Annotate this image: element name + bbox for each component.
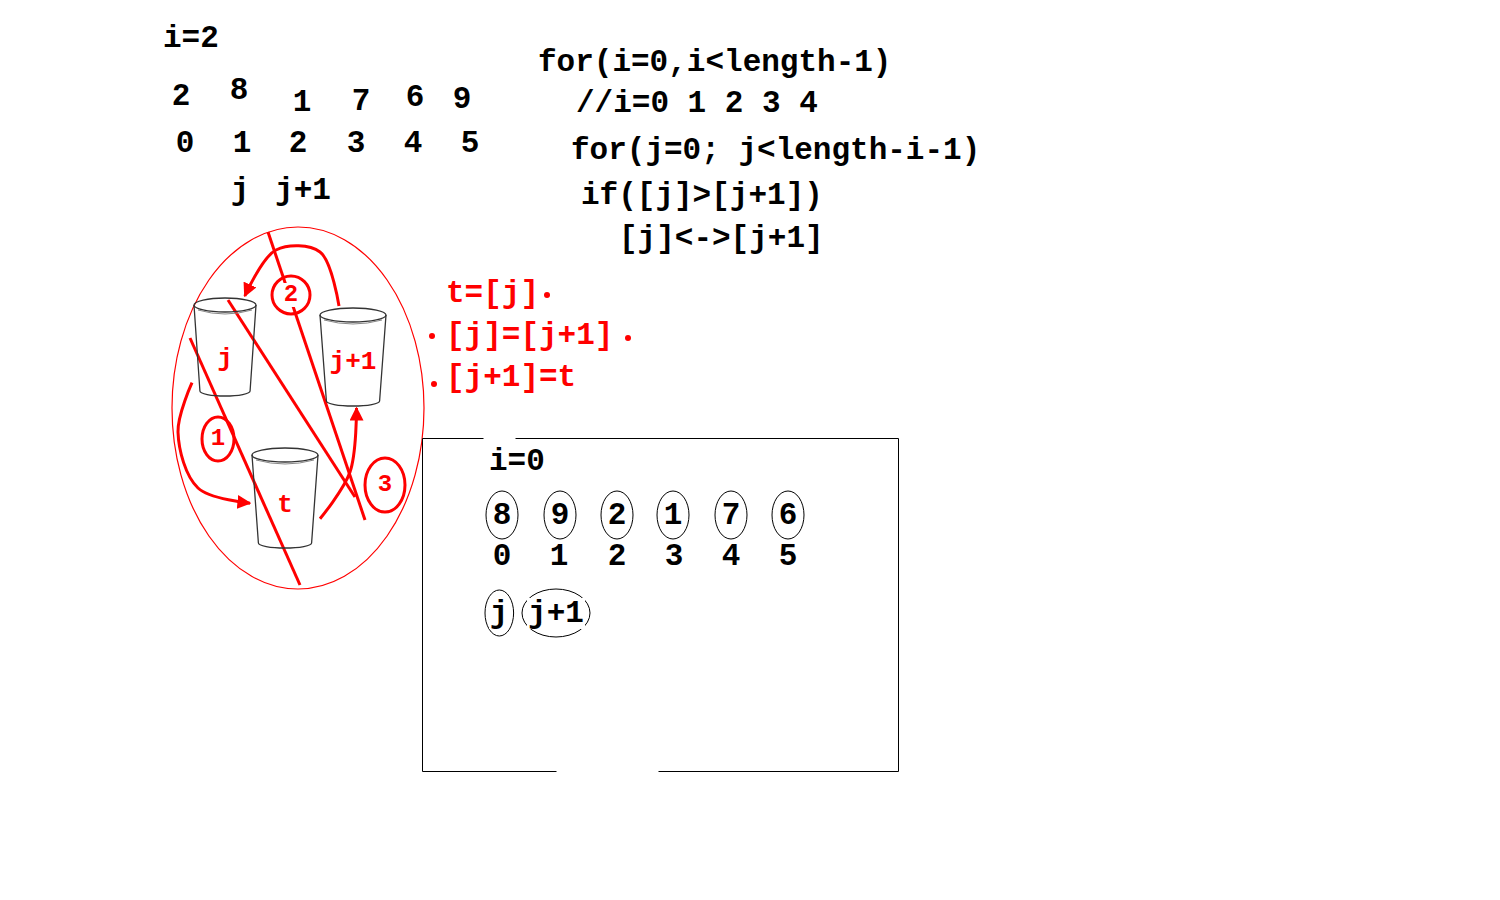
array-index: 0 [492,541,513,572]
cup-rim [194,298,256,312]
array-value: 9 [452,84,473,115]
box-border [423,438,484,439]
red-dot [625,335,631,341]
cup-body [252,455,318,548]
array-index: 3 [346,128,367,159]
array-cell: 7 [714,490,748,540]
array-cell: 9 [543,490,577,540]
circle-outline [715,491,747,539]
cup-inner-rim [324,320,382,324]
cup-label: j [216,346,234,372]
step-circle: 2 [270,274,312,316]
pointer-name: j [230,175,251,206]
circle-outline [772,491,804,539]
swap-step: t=[j] [445,278,540,309]
step-circle: 1 [200,415,236,463]
circle-outline [485,590,514,636]
step-number: 3 [377,473,393,497]
cup: t [250,446,320,550]
swap-ellipse [172,227,424,589]
pointer-name: j+1 [274,175,332,206]
array-index: 4 [403,128,424,159]
array-value: 1 [663,500,684,531]
box-border [422,439,423,772]
step-number: 1 [210,427,226,451]
array-index: 5 [778,541,799,572]
cup-inner-rim [256,460,314,464]
code-line: if([j]>[j+1]) [580,180,824,211]
array-box: i=0 8 9 2 1 7 6 j j+1 [422,438,898,771]
box-border [516,438,899,439]
code-line: for(j=0; j<length-i-1) [570,135,981,166]
swap-arrow [178,383,250,504]
red-dot [544,292,550,298]
array-index: 1 [549,541,570,572]
circle-outline [544,491,576,539]
circle-outline [522,589,590,637]
array-index: 2 [607,541,628,572]
cup-body [194,305,256,396]
array-value: 1 [292,87,313,118]
circle-outline [365,458,405,512]
red-dot [431,381,437,387]
pointer-circle: j+1 [521,588,591,638]
array-value: 6 [778,500,799,531]
circle-outline [202,417,234,461]
box-border [423,771,557,772]
code-line: for(i=0,i<length-1) [537,47,892,78]
array-cell: 1 [656,490,690,540]
circle-outline [272,276,310,314]
step-circle: 3 [363,456,407,514]
swap-arrow [320,408,357,519]
cup-rim [252,448,318,462]
step-number: 2 [283,283,299,307]
array-cell: 8 [485,490,519,540]
swap-step: [j]=[j+1] [445,320,614,351]
swap-step: [j+1]=t [445,362,577,393]
array-index: 2 [288,128,309,159]
array-value: 7 [351,86,372,117]
cup-label: t [276,492,294,518]
array-index: 4 [721,541,742,572]
cup: j [192,296,258,398]
array-value: 9 [550,500,571,531]
cup-rim [320,308,386,322]
array-value: 6 [405,82,426,113]
cup-inner-rim [198,310,252,314]
box-border [898,439,899,772]
array-cell: 2 [600,490,634,540]
circle-outline [657,491,689,539]
array-index: 0 [175,128,196,159]
array-index: 5 [460,128,481,159]
array-value: 8 [492,500,513,531]
array-index: 1 [232,128,253,159]
array-value: 7 [721,500,742,531]
box-heading: i=0 [488,446,546,477]
circle-outline [486,491,518,539]
array-value: 8 [229,75,250,106]
array-value: 2 [607,500,628,531]
cup-label: j+1 [329,349,378,375]
strike-line [228,300,355,497]
code-line: [j]<->[j+1] [618,223,825,254]
red-dot [429,333,435,339]
pointer-name: j+1 [527,598,585,629]
array-cell: 6 [771,490,805,540]
cup-body [320,315,386,406]
pointer-circle: j [484,589,515,637]
array-value: 2 [171,81,192,112]
box-border [659,771,899,772]
pointer-name: j [489,598,510,629]
cup: j+1 [318,306,388,408]
circle-outline [601,491,633,539]
pass-index: i=2 [162,23,220,54]
code-comment: //i=0 1 2 3 4 [575,88,819,119]
array-index: 3 [664,541,685,572]
